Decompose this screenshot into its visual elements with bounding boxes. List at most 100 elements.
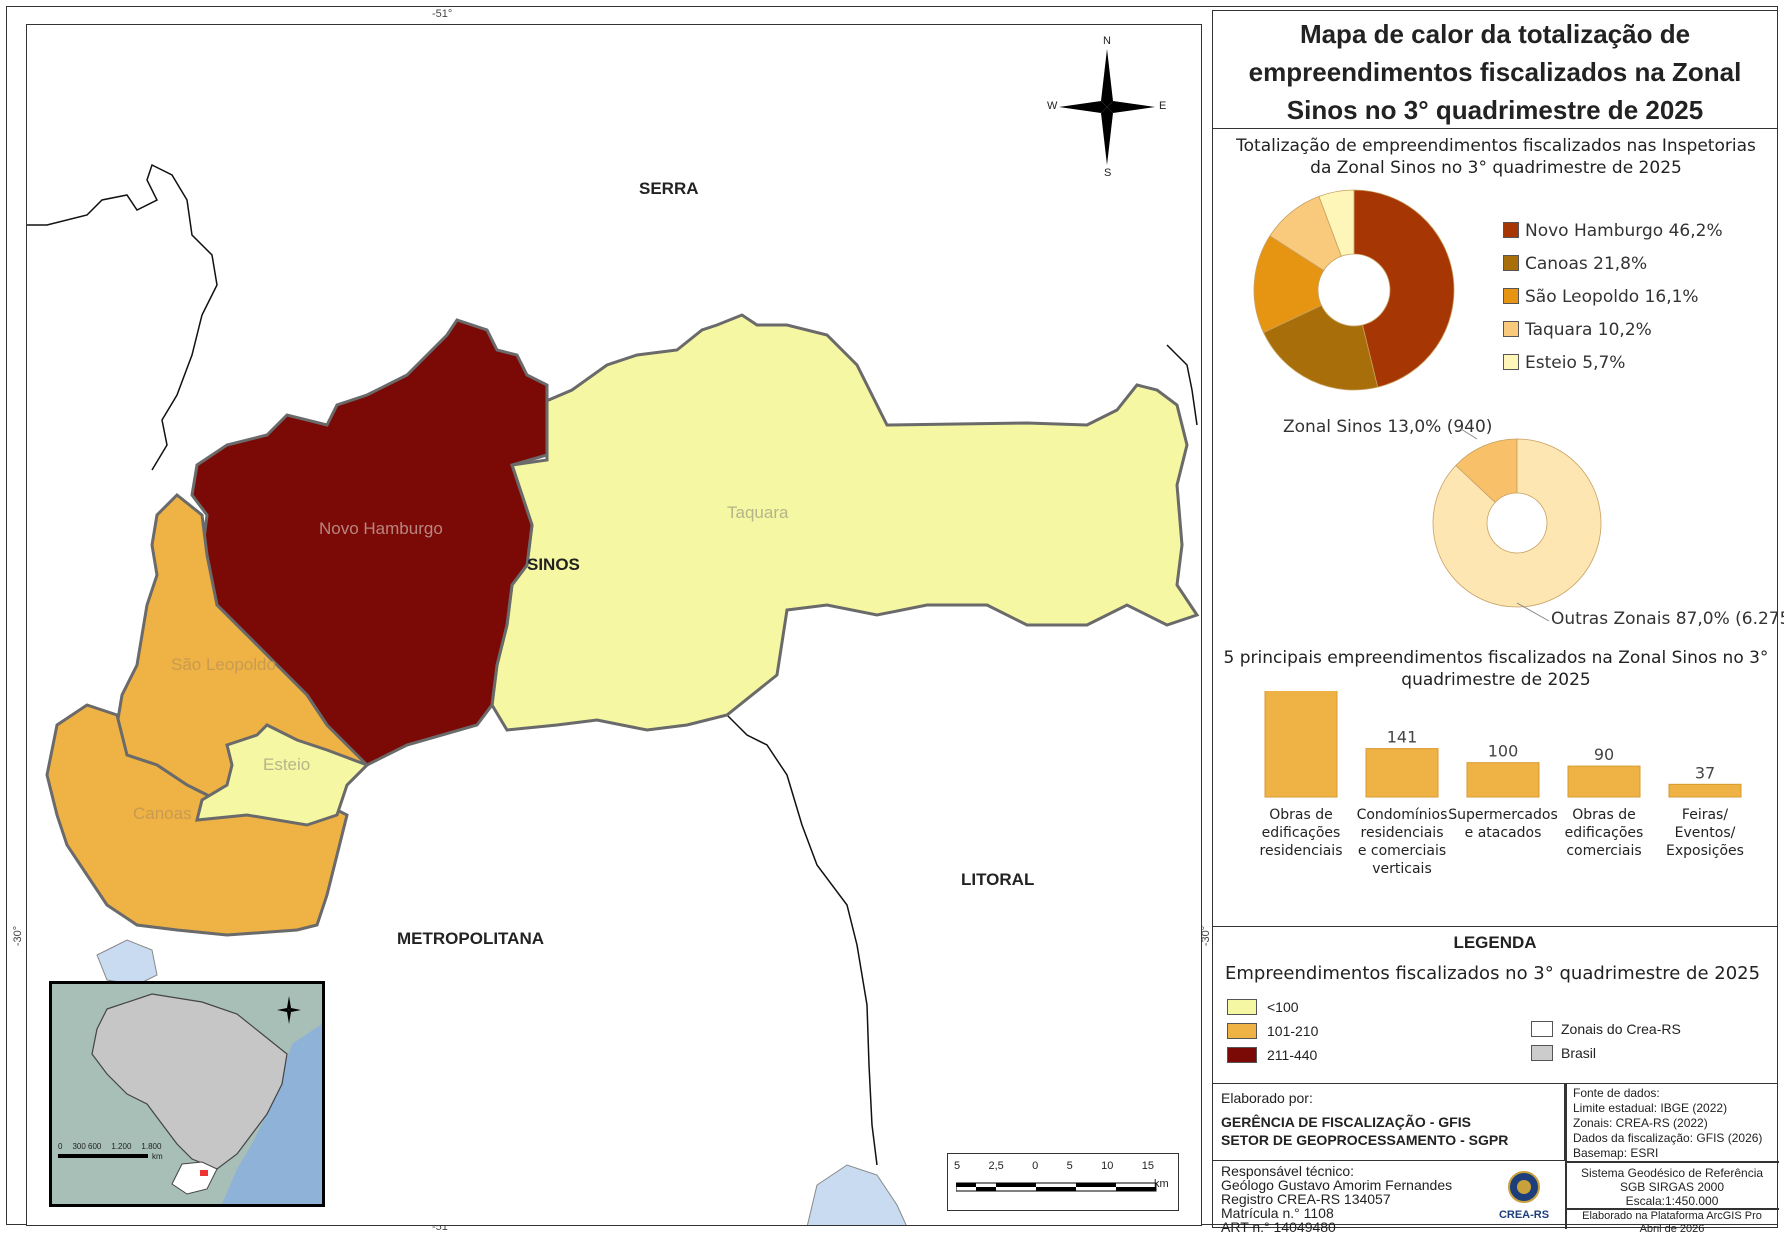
bar-category-label: residenciais xyxy=(1260,843,1343,859)
top-coordinate: -51° xyxy=(432,8,453,20)
sistema-line: Sistema Geodésico de Referência xyxy=(1580,1166,1764,1180)
source-line: Fonte de dados: xyxy=(1573,1086,1660,1100)
inset-tick: 300 600 xyxy=(72,1142,102,1151)
title-line: Sinos no 3° quadrimestre de 2025 xyxy=(1286,95,1704,125)
east-coast-boundary xyxy=(1166,344,1198,426)
inset-tick: 1.200 xyxy=(111,1142,132,1151)
legend-swatch-low xyxy=(1227,999,1257,1015)
compass-w: W xyxy=(1047,100,1058,112)
compass-n: N xyxy=(1103,35,1111,47)
scale-ticks: 5 2,5 0 5 10 15 xyxy=(954,1160,1154,1172)
crea-seal-icon xyxy=(1508,1171,1540,1203)
donut-slice-canoas[interactable] xyxy=(1262,304,1379,391)
elaborado-label: Elaborado por: xyxy=(1221,1090,1313,1106)
legend-label: São Leopoldo 16,1% xyxy=(1525,287,1699,307)
legend-swatch xyxy=(1503,321,1519,337)
source-line: Dados da fiscalização: GFIS (2026) xyxy=(1573,1131,1763,1145)
plataforma-line: Elaborado na Plataforma ArcGIS Pro xyxy=(1582,1210,1762,1222)
legend-swatch-mid xyxy=(1227,1023,1257,1039)
bar-1[interactable] xyxy=(1264,691,1338,798)
bar-value-label: 100 xyxy=(1488,742,1519,761)
bar-value-label: 37 xyxy=(1695,763,1715,782)
source-line: Limite estadual: IBGE (2022) xyxy=(1573,1101,1728,1115)
bar-category-label: Condomínios xyxy=(1357,807,1448,823)
sistema-line: Escala:1:450.000 xyxy=(1625,1194,1719,1208)
donut-slice-s-o-leopoldo[interactable] xyxy=(1253,235,1325,334)
resp-line: Geólogo Gustavo Amorim Fernandes xyxy=(1221,1177,1453,1193)
plataforma-box: Elaborado na Plataforma ArcGIS Pro Abril… xyxy=(1565,1210,1779,1236)
scale-tick: 5 xyxy=(954,1160,961,1172)
compass-s: S xyxy=(1104,167,1112,179)
resp-line: Registro CREA-RS 134057 xyxy=(1221,1191,1391,1207)
elaborado-box: Elaborado por: GERÊNCIA DE FISCALIZAÇÃO … xyxy=(1213,1084,1565,1161)
bar-value-label: 141 xyxy=(1387,728,1418,747)
north-arrow: N S W E xyxy=(1047,35,1167,179)
main-map[interactable]: SERRA SINOS LITORAL METROPOLITANA Novo H… xyxy=(26,24,1202,1226)
label-esteio: Esteio xyxy=(263,755,311,774)
label-sao-leopoldo: São Leopoldo xyxy=(171,655,276,674)
resp-line: ART n.° 14049480 xyxy=(1221,1219,1336,1235)
label-canoas: Canoas xyxy=(133,804,192,823)
legend-block: LEGENDA Empreendimentos fiscalizados no … xyxy=(1213,926,1777,1084)
legend-swatch xyxy=(1503,222,1519,238)
zonal-share-donut-chart[interactable] xyxy=(1429,435,1605,611)
legend-brasil: Brasil xyxy=(1561,1045,1597,1061)
bar-5[interactable] xyxy=(1668,783,1742,798)
legend-label: Canoas 21,8% xyxy=(1525,254,1648,274)
sistema-line: SGB SIRGAS 2000 xyxy=(1619,1180,1725,1194)
legend-item: Novo Hamburgo 46,2% xyxy=(1503,221,1723,241)
label-litoral: LITORAL xyxy=(961,870,1035,889)
region-esteio xyxy=(195,723,370,827)
crea-logo: CREA-RS xyxy=(1493,1170,1555,1221)
bar-category-label: e atacados xyxy=(1465,825,1542,841)
bar-category-label: comerciais xyxy=(1566,843,1641,859)
donut1-title: Totalização de empreendimentos fiscaliza… xyxy=(1236,136,1756,178)
divider xyxy=(1565,1084,1567,1229)
legend-swatch-brasil xyxy=(1531,1045,1553,1061)
legend-label: Esteio 5,7% xyxy=(1525,353,1626,373)
bar-category-label: edificações xyxy=(1565,825,1644,841)
bar-2[interactable] xyxy=(1365,748,1439,798)
rs-highlight xyxy=(200,1170,208,1176)
inset-map[interactable]: 0 300 600 1.200 1.800 km xyxy=(49,981,325,1207)
sistema-box: Sistema Geodésico de Referência SGB SIRG… xyxy=(1565,1166,1779,1208)
litoral-boundary xyxy=(708,710,878,1166)
donut-slice-novo-hamburgo[interactable] xyxy=(1353,189,1455,388)
scale-tick: 0 xyxy=(1032,1160,1039,1172)
legend-class-mid: 101-210 xyxy=(1267,1023,1319,1039)
scale-segments xyxy=(956,1182,1157,1192)
side-panel: Mapa de calor da totalização de empreend… xyxy=(1212,10,1784,1235)
org-sgpr: SETOR DE GEOPROCESSAMENTO - SGPR xyxy=(1221,1132,1509,1148)
crea-logo-text: CREA-RS xyxy=(1498,1209,1550,1221)
bar-3[interactable] xyxy=(1466,762,1540,798)
data-sources: Fonte de dados: Limite estadual: IBGE (2… xyxy=(1573,1086,1762,1161)
source-line: Basemap: ESRI xyxy=(1573,1146,1659,1160)
scale-tick: 15 xyxy=(1141,1160,1154,1172)
left-coordinate: -30° xyxy=(12,925,25,947)
legend-zonais: Zonais do Crea-RS xyxy=(1561,1021,1681,1037)
resp-line: Responsável técnico: xyxy=(1221,1163,1355,1179)
inset-brazil xyxy=(52,984,322,1204)
legend-swatch-zonais xyxy=(1531,1021,1553,1037)
legend-item: Esteio 5,7% xyxy=(1503,353,1625,373)
donut2-label-sinos: Zonal Sinos 13,0% (940) xyxy=(1283,417,1493,437)
inset-scale-unit: km xyxy=(152,1152,163,1161)
legend-item: São Leopoldo 16,1% xyxy=(1503,287,1699,307)
source-line: Zonais: CREA-RS (2022) xyxy=(1573,1116,1708,1130)
scale-unit: km xyxy=(1154,1178,1169,1190)
bar-4[interactable] xyxy=(1567,765,1641,798)
compass-rose-icon xyxy=(1059,49,1155,165)
inspetorias-donut-chart[interactable] xyxy=(1249,185,1459,395)
top5-bar-chart[interactable]: 338Obras deedificaçõesresidenciais141Con… xyxy=(1213,691,1779,931)
donut-slice-esteio[interactable] xyxy=(1318,189,1355,257)
label-novo-hamburgo: Novo Hamburgo xyxy=(319,519,443,538)
scale-tick: 5 xyxy=(1066,1160,1073,1172)
bar-category-label: Eventos/ xyxy=(1675,825,1736,841)
label-sinos: SINOS xyxy=(527,555,580,574)
donut-slice-outras-zonais[interactable] xyxy=(1432,438,1602,608)
divider xyxy=(1565,1208,1779,1210)
legend-swatch xyxy=(1503,288,1519,304)
map-canvas xyxy=(27,163,1200,1225)
lagoon-bottom xyxy=(806,1164,907,1225)
title-block: Mapa de calor da totalização de empreend… xyxy=(1213,11,1777,129)
